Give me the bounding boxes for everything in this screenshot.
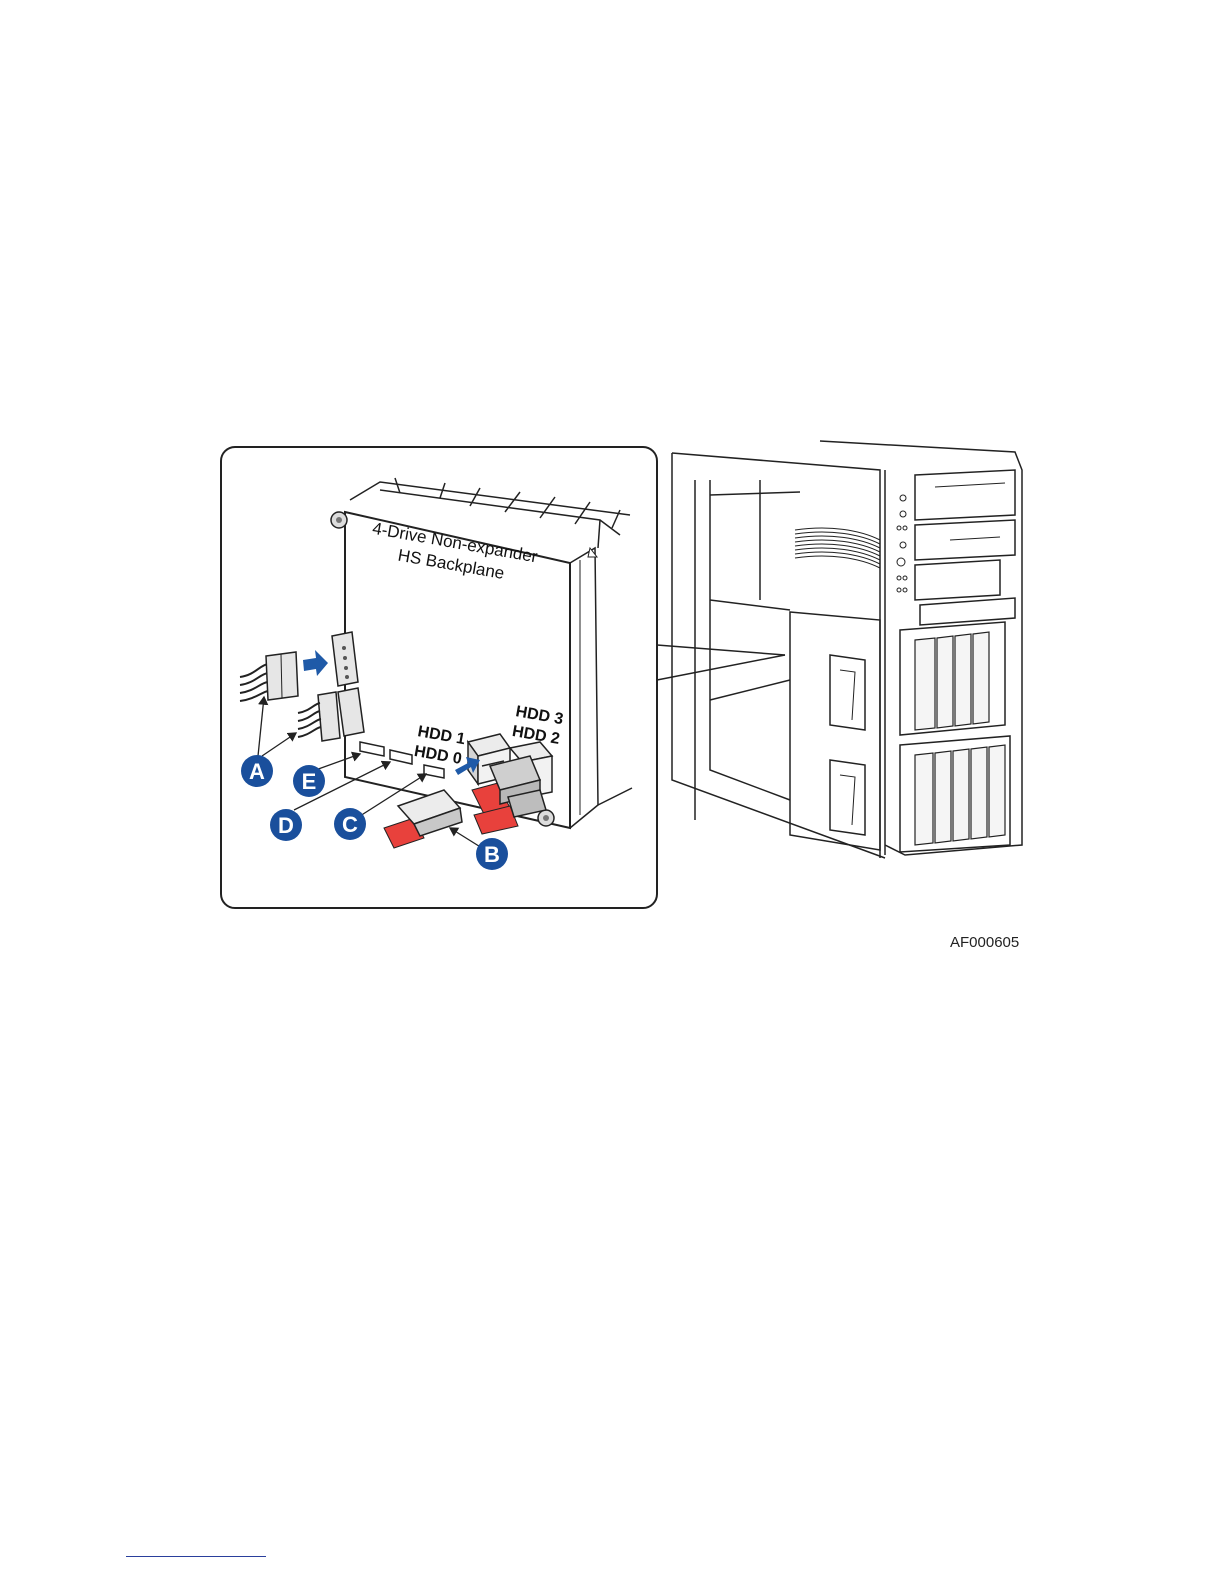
- svg-text:D: D: [278, 813, 294, 838]
- callout-b: B: [476, 838, 508, 870]
- drive-bay-lower: [915, 745, 1005, 845]
- footnote-rule: [126, 1556, 266, 1557]
- svg-text:E: E: [302, 769, 317, 794]
- svg-text:A: A: [249, 759, 265, 784]
- svg-text:C: C: [342, 812, 358, 837]
- callout-a: A: [241, 755, 273, 787]
- callout-d: D: [270, 809, 302, 841]
- screw-bottom-right-icon: [538, 810, 554, 826]
- callout-e: E: [293, 765, 325, 797]
- inset-detail-panel: 4-Drive Non-expander HS Backplane: [221, 447, 657, 908]
- front-panel-controls: [897, 495, 907, 592]
- svg-text:B: B: [484, 842, 500, 867]
- screw-top-left-icon: [331, 512, 347, 528]
- callout-c: C: [334, 808, 366, 840]
- figure-id-label: AF000605: [950, 934, 1019, 951]
- drive-bay-upper: [915, 632, 989, 730]
- zoom-connector-lines: [657, 645, 785, 680]
